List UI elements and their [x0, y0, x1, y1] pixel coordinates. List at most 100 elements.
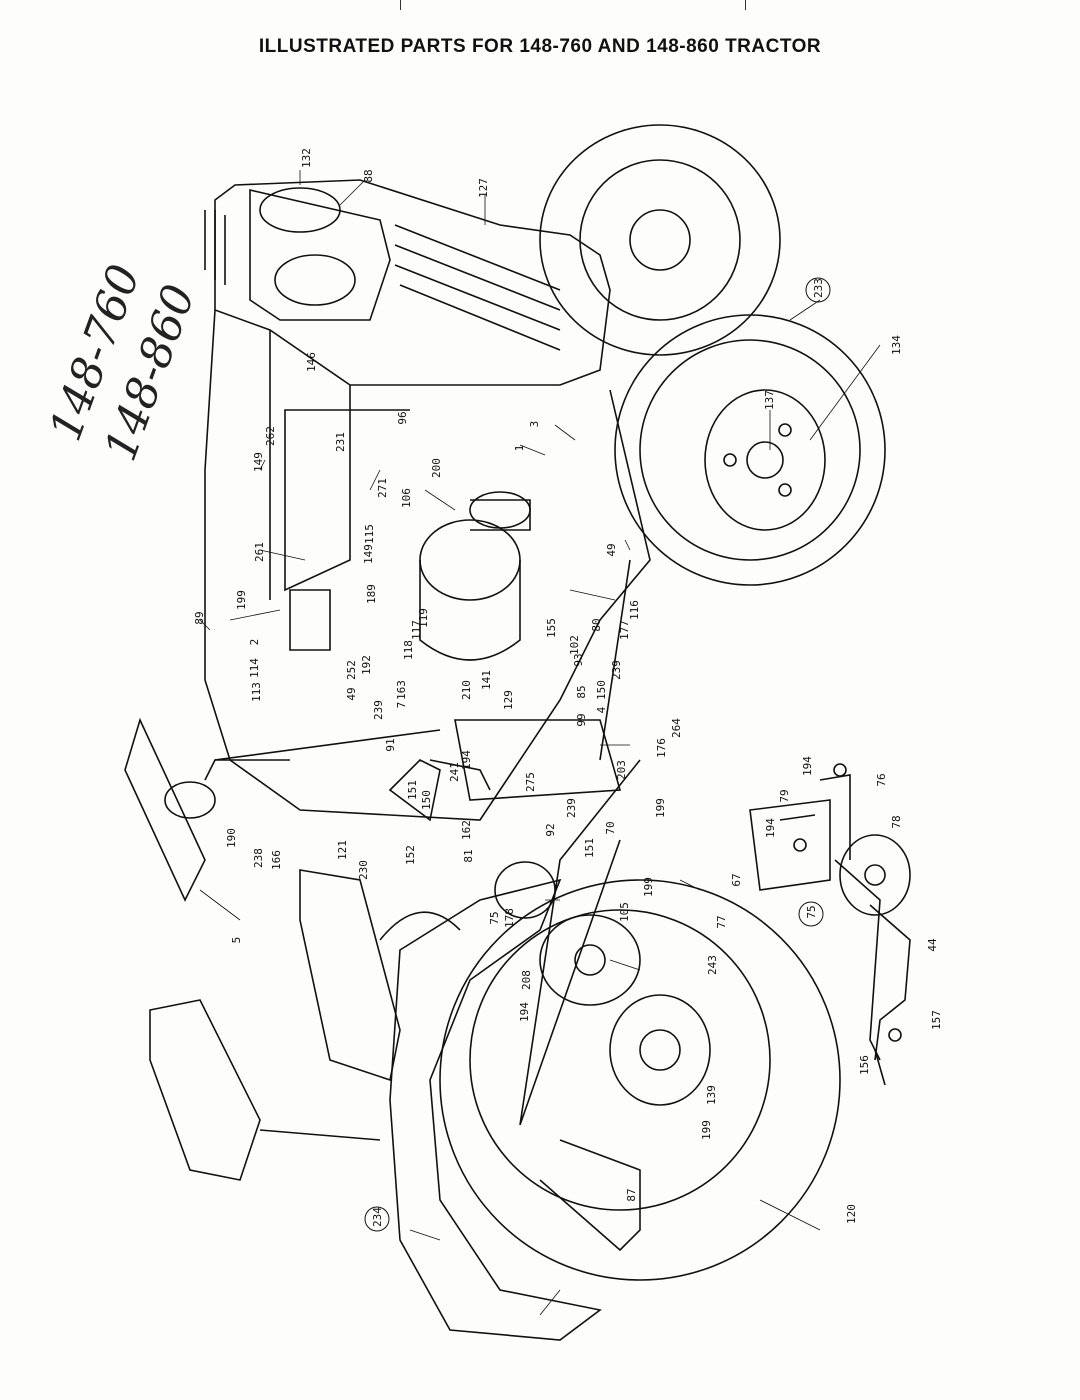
- part-number: 4: [595, 706, 608, 713]
- part-label: 177: [618, 620, 631, 640]
- part-label: 261: [253, 542, 266, 562]
- part-label: 85: [575, 685, 588, 698]
- part-label: 134: [890, 335, 903, 355]
- part-label: 127: [477, 178, 490, 198]
- part-label: 199: [235, 590, 248, 610]
- part-label: 239: [372, 700, 385, 720]
- part-label: 132: [300, 148, 313, 168]
- part-number: 116: [628, 600, 641, 620]
- part-label: 233: [805, 277, 831, 303]
- part-label: 149: [362, 544, 375, 564]
- part-number: 166: [270, 850, 283, 870]
- part-label: 178: [503, 908, 516, 928]
- part-label: 49: [345, 687, 358, 700]
- part-label: 139: [705, 1085, 718, 1105]
- part-number: 80: [590, 618, 603, 631]
- part-number: 252: [345, 660, 358, 680]
- part-number: 157: [930, 1010, 943, 1030]
- part-label: 137: [763, 390, 776, 410]
- part-number: 96: [396, 411, 409, 424]
- part-label: 194: [801, 756, 814, 776]
- part-label: 115: [363, 524, 376, 544]
- part-label: 80: [590, 618, 603, 631]
- part-label: 120: [845, 1204, 858, 1224]
- part-label: 75: [488, 911, 501, 924]
- part-number: 87: [625, 1188, 638, 1201]
- part-number: 239: [565, 798, 578, 818]
- part-number: 241: [448, 762, 461, 782]
- part-number: 78: [890, 815, 903, 828]
- part-label: 200: [430, 458, 443, 478]
- part-label: 5: [230, 937, 243, 944]
- part-label: 208: [520, 970, 533, 990]
- part-number: 199: [642, 877, 655, 897]
- part-number: 81: [462, 849, 475, 862]
- part-label: 89: [193, 611, 206, 624]
- part-label: 129: [502, 690, 515, 710]
- part-number: 120: [845, 1204, 858, 1224]
- part-number: 194: [518, 1002, 531, 1022]
- part-number: 113: [250, 682, 263, 702]
- part-number: 75: [488, 911, 501, 924]
- part-label: 176: [655, 738, 668, 758]
- part-number: 194: [764, 818, 777, 838]
- part-label: 2: [248, 639, 261, 646]
- part-label: 157: [930, 1010, 943, 1030]
- part-number: 239: [610, 660, 623, 680]
- part-label: 76: [875, 773, 888, 786]
- part-number: 89: [193, 611, 206, 624]
- part-label: 152: [404, 845, 417, 865]
- crop-mark: [400, 0, 401, 10]
- part-number: 199: [700, 1120, 713, 1140]
- part-label: 114: [248, 658, 261, 678]
- part-number: 155: [545, 618, 558, 638]
- part-label: 113: [250, 682, 263, 702]
- part-number: 156: [858, 1055, 871, 1075]
- part-number: 88: [362, 169, 375, 182]
- part-label: 3: [528, 421, 541, 428]
- part-label: 79: [778, 789, 791, 802]
- part-label: 4: [595, 706, 608, 713]
- part-number: 194: [460, 750, 473, 770]
- leader-lines: [199, 170, 881, 1316]
- part-label: 190: [225, 828, 238, 848]
- part-number: 162: [460, 820, 473, 840]
- part-number: 106: [400, 488, 413, 508]
- part-number: 243: [706, 955, 719, 975]
- part-label: 117: [410, 620, 423, 640]
- part-label: 121: [336, 840, 349, 860]
- part-number: 93: [572, 653, 585, 666]
- part-number: 208: [520, 970, 533, 990]
- part-label: 239: [565, 798, 578, 818]
- part-label: 271: [376, 478, 389, 498]
- part-label: 75: [798, 901, 824, 927]
- part-number: 199: [235, 590, 248, 610]
- part-label: 151: [406, 780, 419, 800]
- part-number: 117: [410, 620, 423, 640]
- part-label: 166: [270, 850, 283, 870]
- part-number: 7: [395, 702, 408, 709]
- part-label: 241: [448, 762, 461, 782]
- part-number: 75: [805, 905, 818, 918]
- part-label: 243: [706, 955, 719, 975]
- part-number: 151: [583, 838, 596, 858]
- part-label: 7: [395, 702, 408, 709]
- part-label: 102: [568, 635, 581, 655]
- part-number: 102: [568, 635, 581, 655]
- part-number: 121: [336, 840, 349, 860]
- part-label: 192: [360, 655, 373, 675]
- part-label: 252: [345, 660, 358, 680]
- part-number: 137: [763, 390, 776, 410]
- part-number: 49: [345, 687, 358, 700]
- part-label: 231: [334, 432, 347, 452]
- part-number: 76: [875, 773, 888, 786]
- part-label: 194: [518, 1002, 531, 1022]
- circled-label-ring: [364, 1206, 390, 1232]
- part-number: 115: [363, 524, 376, 544]
- part-number: 230: [357, 860, 370, 880]
- part-number: 149: [362, 544, 375, 564]
- part-number: 127: [477, 178, 490, 198]
- part-label: 203: [615, 760, 628, 780]
